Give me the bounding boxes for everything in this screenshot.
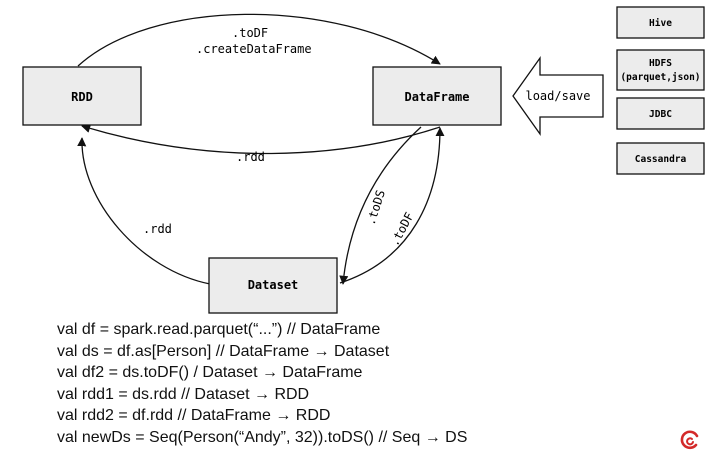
edge-label-tods: .toDS [364, 188, 388, 227]
node-dataset: Dataset [208, 257, 338, 314]
edge-rdd-to-dataframe [77, 13, 441, 67]
source-hive-label: Hive [649, 18, 672, 29]
source-cassandra: Cassandra [616, 142, 705, 175]
code-line: val rdd1 = ds.rdd // Dataset → RDD [57, 385, 310, 403]
source-jdbc: JDBC [616, 97, 705, 130]
code-line: val ds = df.as[Person] // DataFrame → Da… [57, 342, 390, 360]
code-line: val newDs = Seq(Person(“Andy”, 32)).toDS… [57, 428, 468, 446]
source-jdbc-label: JDBC [649, 109, 672, 120]
node-rdd-label: RDD [71, 90, 93, 104]
edge-dataframe-to-rdd [81, 124, 441, 155]
source-cassandra-label: Cassandra [635, 154, 687, 165]
node-dataset-label: Dataset [248, 278, 299, 292]
edge-dataset-to-rdd [77, 137, 211, 285]
node-rdd: RDD [22, 66, 142, 126]
spiral-logo-icon [680, 430, 699, 450]
load-save-label: load/save [525, 89, 590, 103]
source-hdfs-formats: (parquet,json) [620, 72, 700, 83]
source-hdfs: HDFS (parquet,json) [616, 49, 705, 91]
source-hdfs-label: HDFS [649, 58, 672, 69]
edge-label-createdataframe: .createDataFrame [196, 42, 312, 56]
code-line: val df = spark.read.parquet(“...”) // Da… [57, 321, 381, 338]
code-line: val rdd2 = df.rdd // DataFrame → RDD [57, 407, 331, 425]
edge-dataframe-to-dataset [339, 126, 422, 285]
edge-label-todf: .toDF [232, 26, 268, 40]
node-dataframe: DataFrame [372, 66, 502, 126]
source-hive: Hive [616, 6, 705, 39]
node-dataframe-label: DataFrame [404, 90, 469, 104]
edge-dataset-to-dataframe [339, 127, 445, 284]
load-save-arrow: load/save [512, 55, 604, 137]
edge-label-ds-rdd: .rdd [143, 222, 172, 236]
code-snippet: val df = spark.read.parquet(“...”) // Da… [57, 319, 467, 449]
edge-label-df-rdd: .rdd [236, 150, 265, 164]
code-line: val df2 = ds.toDF() / Dataset → DataFram… [57, 364, 363, 382]
